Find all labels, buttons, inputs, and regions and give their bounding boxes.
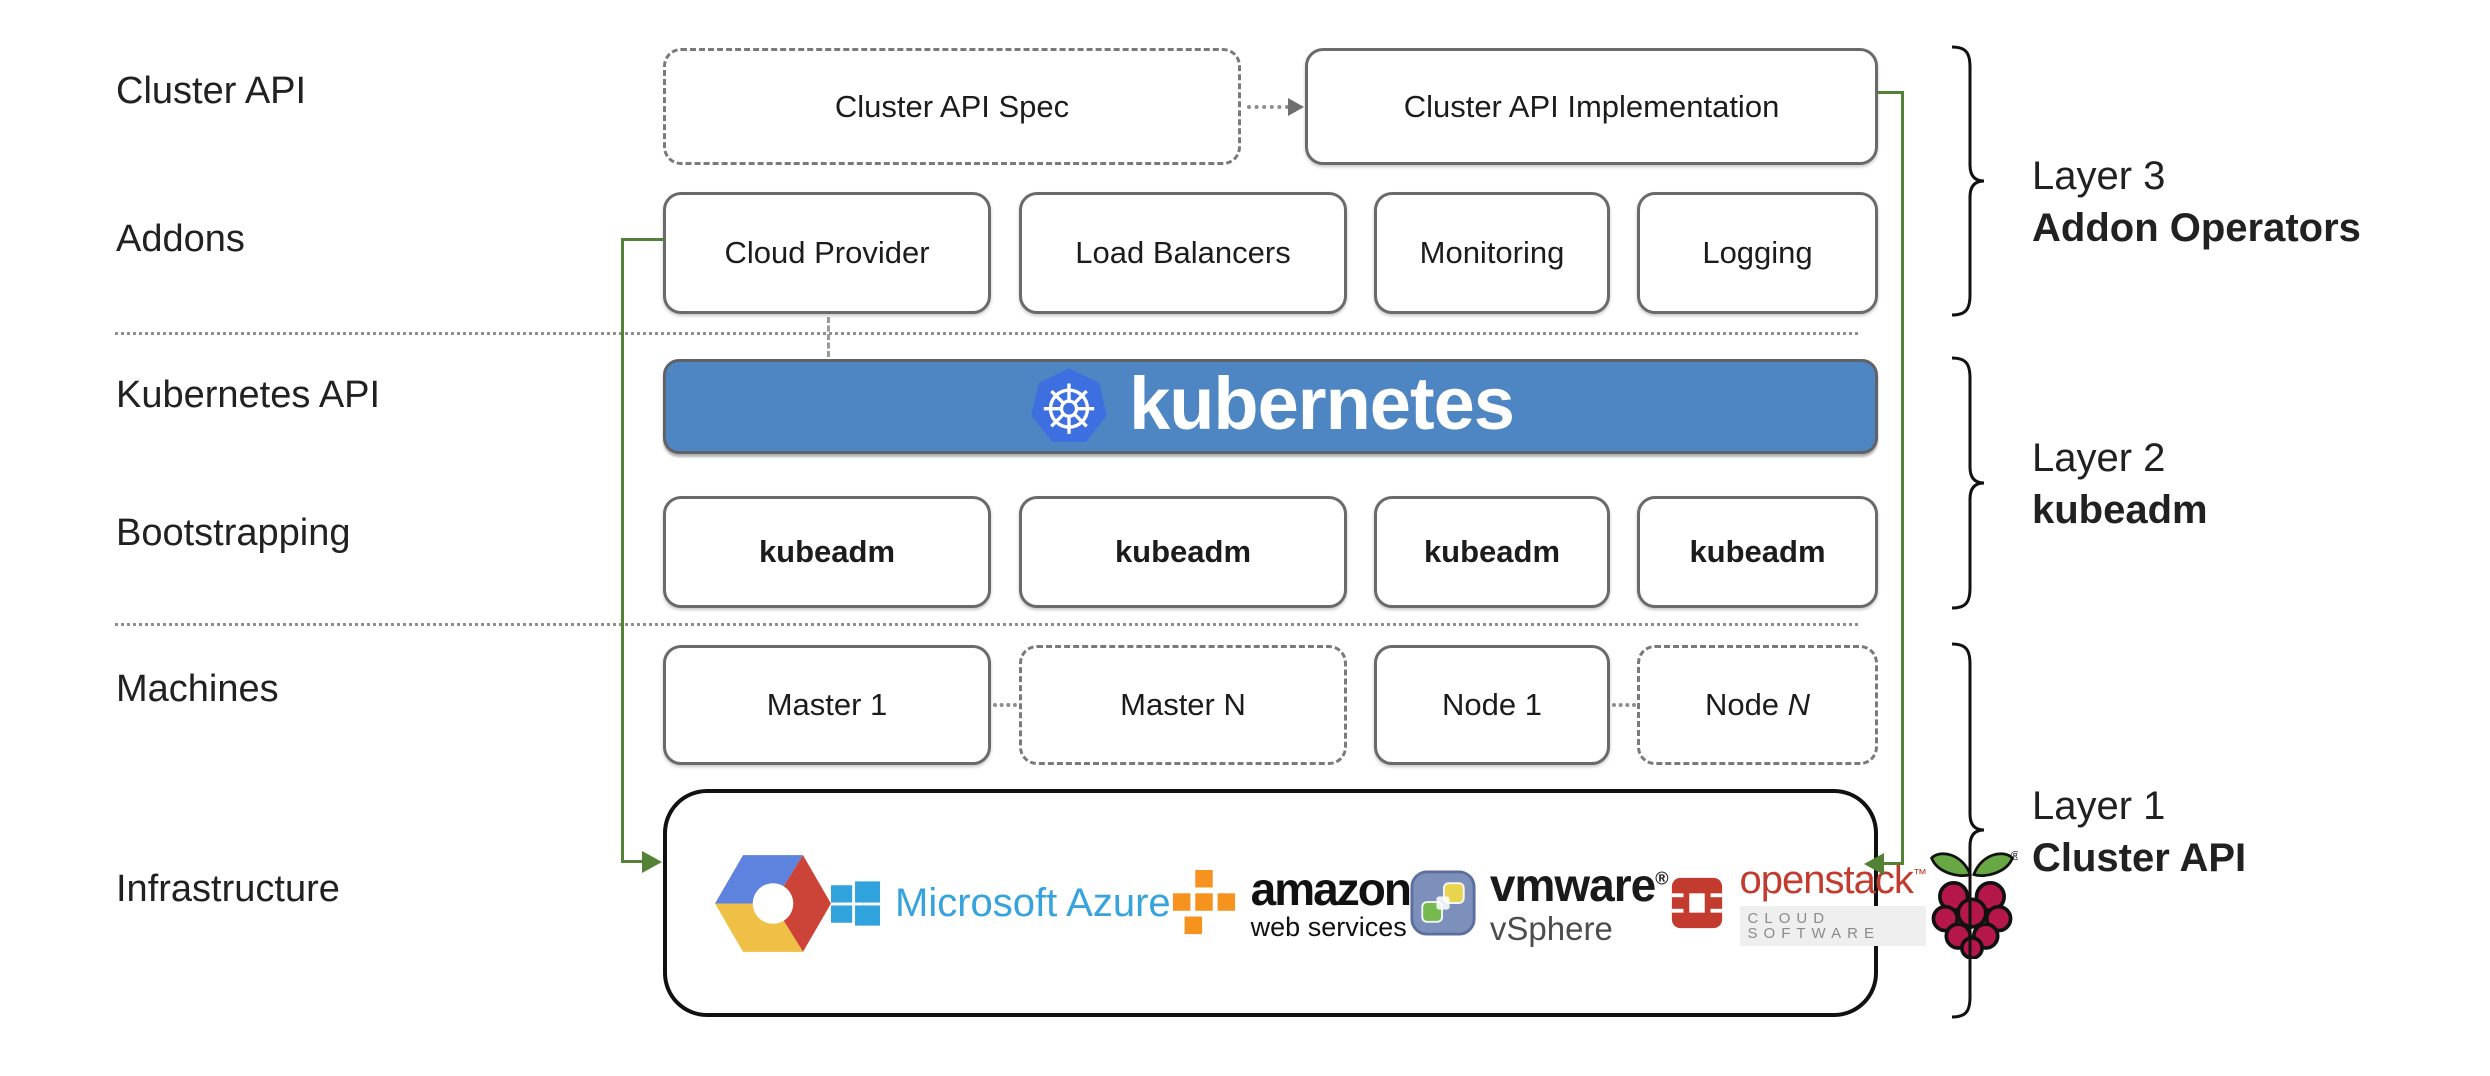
master-ellipsis-connector xyxy=(993,703,1017,707)
vmware-vsphere-logo: vmware® vSphere xyxy=(1410,858,1669,947)
openstack-label: openstack™ xyxy=(1739,858,1927,902)
kubeadm-box-1: kubeadm xyxy=(663,496,991,608)
vsphere-sublabel: vSphere xyxy=(1489,909,1613,947)
master-n-label: Master N xyxy=(1120,687,1246,722)
layer-2-title: Layer 2 xyxy=(2032,436,2166,480)
kubeadm-box-2: kubeadm xyxy=(1019,496,1347,608)
cluster-api-implementation-box: Cluster API Implementation xyxy=(1305,48,1878,165)
vmware-label: vmware® xyxy=(1489,858,1669,911)
addon-load-balancers-box: Load Balancers xyxy=(1019,192,1347,314)
kubeadm-label: kubeadm xyxy=(1114,534,1252,569)
impl-connector-vertical xyxy=(1901,91,1904,865)
separator-addons-kubernetes xyxy=(115,332,1858,335)
row-label-addons: Addons xyxy=(116,218,245,260)
svg-text:®: ® xyxy=(2010,848,2017,863)
kubeadm-label: kubeadm xyxy=(1689,534,1826,569)
layer-3-brace xyxy=(1950,45,1986,322)
kubeadm-label: kubeadm xyxy=(1423,534,1561,569)
master-n-box: Master N xyxy=(1019,645,1347,765)
row-label-bootstrapping: Bootstrapping xyxy=(116,512,351,554)
master-1-box: Master 1 xyxy=(663,645,991,765)
cloud-provider-to-kubernetes-connector xyxy=(827,317,830,357)
impl-connector-bottom xyxy=(1884,862,1904,865)
layer-3-subtitle: Addon Operators xyxy=(2032,206,2361,250)
cluster-api-spec-label: Cluster API Spec xyxy=(834,88,1070,124)
aws-label: amazon xyxy=(1250,862,1412,915)
kubeadm-label: kubeadm xyxy=(758,534,896,569)
row-label-machines: Machines xyxy=(116,668,279,710)
aws-cubes-icon xyxy=(1170,868,1237,938)
node-ellipsis-connector xyxy=(1612,703,1636,707)
layer-2-label: Layer 2 kubeadm xyxy=(2032,432,2208,536)
openstack-sublabel: CLOUD SOFTWARE xyxy=(1739,906,1926,946)
row-label-cluster-api: Cluster API xyxy=(116,70,307,112)
layer-1-brace xyxy=(1950,642,1986,1024)
aws-logo: amazon web services xyxy=(1170,862,1412,942)
layer-2-brace xyxy=(1950,356,1986,615)
row-label-kubernetes-api: Kubernetes API xyxy=(116,374,381,416)
node-1-box: Node 1 xyxy=(1374,645,1610,765)
kubernetes-logo-icon xyxy=(1027,365,1111,449)
addon-monitoring-box: Monitoring xyxy=(1374,192,1610,314)
kubeadm-box-3: kubeadm xyxy=(1374,496,1610,608)
master-1-label: Master 1 xyxy=(766,687,888,722)
impl-connector-top xyxy=(1878,91,1904,94)
infra-arrow-right-icon xyxy=(642,851,662,873)
aws-sublabel: web services xyxy=(1250,911,1407,942)
spec-to-impl-connector xyxy=(1247,105,1289,109)
google-cloud-icon xyxy=(715,853,831,954)
addon-load-balancers-label: Load Balancers xyxy=(1075,235,1291,270)
microsoft-window-icon xyxy=(831,880,881,927)
layer-1-label: Layer 1 Cluster API xyxy=(2032,780,2246,884)
kubernetes-banner: kubernetes xyxy=(663,359,1878,454)
azure-label: Microsoft Azure xyxy=(895,880,1171,925)
layer-3-label: Layer 3 Addon Operators xyxy=(2032,150,2361,254)
openstack-icon xyxy=(1668,874,1726,932)
addon-monitoring-label: Monitoring xyxy=(1419,235,1565,270)
raspberry-pi-icon: ® xyxy=(1926,847,2018,959)
layer-1-title: Layer 1 xyxy=(2032,784,2166,828)
addon-cloud-provider-label: Cloud Provider xyxy=(724,235,930,270)
addon-logging-box: Logging xyxy=(1637,192,1878,314)
cluster-api-spec-box: Cluster API Spec xyxy=(663,48,1241,165)
cloud-provider-connector-vertical xyxy=(621,238,624,863)
node-1-label: Node 1 xyxy=(1442,687,1542,722)
kubeadm-box-4: kubeadm xyxy=(1637,496,1878,608)
row-label-infrastructure: Infrastructure xyxy=(116,868,340,910)
cloud-provider-connector-top xyxy=(621,238,663,241)
node-n-box: Node N xyxy=(1637,645,1878,765)
kubernetes-banner-label: kubernetes xyxy=(1129,361,1515,445)
openstack-logo: openstack™ CLOUD SOFTWARE xyxy=(1668,858,1927,946)
vmware-icon xyxy=(1410,870,1476,936)
layer-3-title: Layer 3 xyxy=(2032,154,2166,198)
spec-to-impl-arrow-icon xyxy=(1288,98,1304,116)
cloud-provider-connector-bottom xyxy=(621,860,643,863)
separator-bootstrapping-machines xyxy=(115,623,1858,626)
addon-logging-label: Logging xyxy=(1702,235,1813,270)
microsoft-azure-logo: Microsoft Azure xyxy=(831,880,1171,927)
layer-1-subtitle: Cluster API xyxy=(2032,836,2247,880)
infrastructure-box: Microsoft Azure amazon web services xyxy=(663,789,2018,1017)
layer-2-subtitle: kubeadm xyxy=(2032,488,2208,532)
addon-cloud-provider-box: Cloud Provider xyxy=(663,192,991,314)
infra-arrow-left-icon xyxy=(1864,853,1884,875)
cluster-api-implementation-label: Cluster API Implementation xyxy=(1403,88,1780,124)
node-n-label: Node N xyxy=(1704,687,1811,722)
